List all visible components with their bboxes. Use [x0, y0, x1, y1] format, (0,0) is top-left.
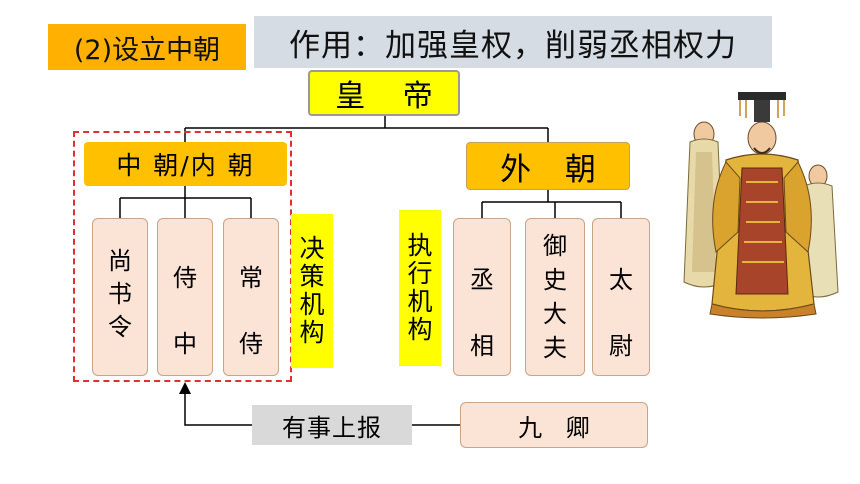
role-char: 策 [299, 262, 325, 291]
office-char: 尉 [609, 332, 633, 360]
section-tag: (2)设立中朝 [48, 24, 246, 70]
role-char: 机 [299, 290, 325, 319]
office-char: 尚 [108, 247, 132, 275]
office-shangshuling: 尚 书 令 [92, 218, 148, 376]
office-char: 御 [543, 232, 567, 260]
office-char: 中 [173, 330, 197, 358]
office-char: 夫 [543, 334, 567, 362]
office-char: 史 [543, 266, 567, 294]
office-char: 大 [543, 300, 567, 328]
office-char: 太 [609, 266, 633, 294]
office-char: 相 [470, 332, 494, 360]
role-char: 构 [407, 315, 433, 344]
inner-court-box: 中 朝/内 朝 [84, 142, 287, 186]
emperor-box: 皇 帝 [308, 70, 460, 116]
inner-court-role-label: 决 策 机 构 [291, 214, 333, 368]
emperor-illustration [683, 92, 839, 319]
office-char: 侍 [239, 330, 263, 358]
headline: 作用：加强皇权，削弱丞相权力 [254, 16, 772, 68]
outer-court-role-label: 执 行 机 构 [399, 210, 441, 366]
office-changshi: 常 侍 [223, 218, 279, 376]
role-char: 决 [299, 234, 325, 263]
office-shizhong: 侍 中 [157, 218, 213, 376]
role-char: 机 [407, 287, 433, 316]
report-up-label: 有事上报 [252, 405, 412, 445]
office-char: 令 [108, 313, 132, 341]
office-char: 书 [108, 280, 132, 308]
office-yushidafu: 御 史 大 夫 [525, 218, 585, 376]
role-char: 构 [299, 318, 325, 347]
office-char: 丞 [470, 266, 494, 294]
outer-court-box: 外 朝 [466, 142, 630, 190]
office-char: 常 [239, 264, 263, 292]
office-chengxiang: 丞 相 [453, 218, 511, 376]
role-char: 执 [407, 231, 433, 260]
role-char: 行 [407, 259, 433, 288]
office-taiwei: 太 尉 [592, 218, 650, 376]
nine-ministers-box: 九 卿 [460, 402, 648, 448]
office-char: 侍 [173, 264, 197, 292]
